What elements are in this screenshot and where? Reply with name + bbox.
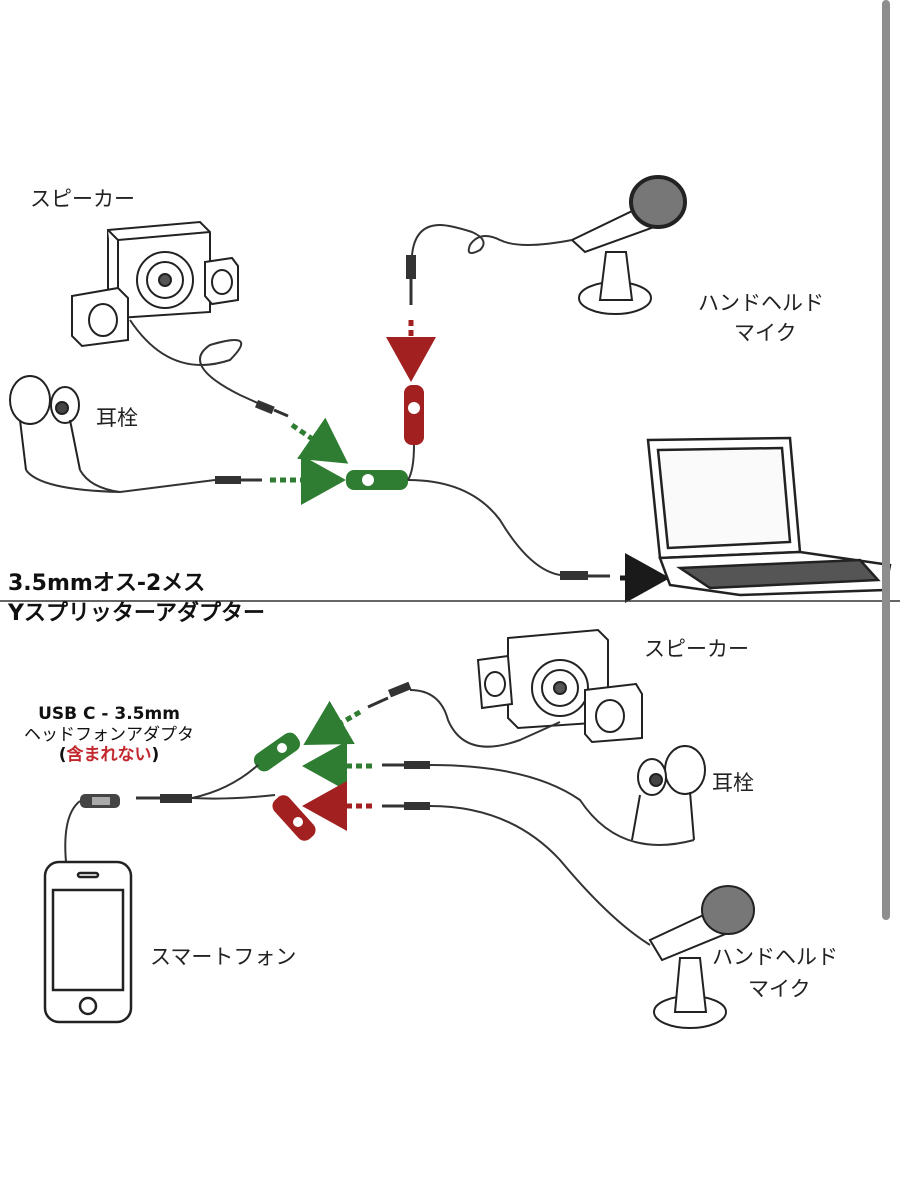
- mic-label-bottom-line2: マイク: [748, 977, 811, 1001]
- earphone-icon: [9, 375, 81, 471]
- earphone-cable-bottom: [429, 764, 695, 846]
- earphone-plug-bottom: [382, 761, 430, 769]
- red-splitter-icon-bottom: [272, 795, 316, 841]
- speaker-cable: [129, 319, 263, 406]
- mic-label-line2: マイク: [734, 321, 797, 345]
- splitter-cable: [407, 479, 561, 576]
- usb-paren-open: (: [58, 745, 67, 766]
- speaker-plug: [255, 400, 289, 418]
- title-line2: Yスプリッターアダプター: [8, 601, 266, 626]
- speaker-icon: [71, 220, 239, 348]
- green-splitter-icon-bottom: [253, 732, 301, 772]
- green-splitter-icon: [346, 470, 408, 490]
- handheld-mic-icon: [570, 175, 687, 315]
- usb-c-adapter-icon: [80, 794, 120, 808]
- usb-not-included: 含まれない: [66, 745, 152, 766]
- earphone-plug: [215, 476, 262, 484]
- laptop-plug: [560, 571, 610, 580]
- earphone-cable: [25, 469, 216, 494]
- usb-adapter-line1: USB C - 3.5mm: [38, 704, 180, 724]
- earphone-label: 耳栓: [96, 406, 138, 430]
- usb-adapter-note: USB C - 3.5mm ヘッドフォンアダプタ (含まれない): [2, 704, 216, 766]
- laptop-icon: [646, 436, 892, 597]
- speaker-cable-bottom: [409, 689, 561, 748]
- handheld-mic-icon-bottom: [648, 885, 755, 1029]
- splitter-cable-bottom: [191, 764, 276, 800]
- mic-label-bottom-line1: ハンドヘルド: [712, 945, 838, 969]
- earphone-label-bottom: 耳栓: [712, 771, 754, 795]
- usb-adapter-line2: ヘッドフォンアダプタ: [24, 724, 194, 745]
- speaker-plug-bottom: [367, 681, 412, 709]
- smartphone-icon: [43, 860, 133, 1024]
- usb-paren-close: ): [151, 745, 160, 766]
- speaker-arrow: [290, 417, 349, 464]
- mic-label-line1: ハンドヘルド: [698, 291, 824, 315]
- scrollbar-thumb[interactable]: [882, 0, 890, 920]
- speaker-arrow-bottom: [303, 700, 362, 746]
- speaker-label-bottom: スピーカー: [644, 637, 749, 661]
- red-splitter-icon: [404, 385, 424, 445]
- speaker-label: スピーカー: [30, 187, 135, 211]
- mic-cable-bottom: [429, 805, 651, 946]
- mic-plug: [406, 255, 416, 305]
- splitter-plug-bottom: [136, 794, 192, 803]
- title-line1: 3.5mmオス-2メス: [8, 571, 206, 596]
- mic-plug-bottom: [382, 802, 430, 810]
- smartphone-label: スマートフォン: [150, 945, 297, 969]
- adapter-cable: [64, 800, 81, 863]
- mic-cable: [411, 223, 573, 256]
- earphone-icon-bottom: [631, 745, 706, 841]
- speaker-icon-bottom: [476, 628, 643, 744]
